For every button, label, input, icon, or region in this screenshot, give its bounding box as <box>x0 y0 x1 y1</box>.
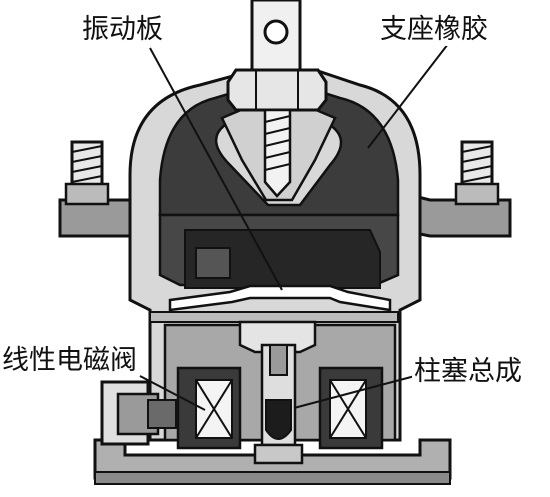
leader-lines <box>139 43 449 411</box>
mounting-bracket <box>250 0 302 80</box>
leader-plunger-assembly <box>293 371 431 409</box>
vibration-plate <box>149 284 399 323</box>
right-solenoid-coil <box>318 366 384 450</box>
label-mount-rubber: 支座橡胶 <box>378 14 490 46</box>
plunger-assembly <box>253 343 304 465</box>
leader-mount-rubber <box>367 43 449 149</box>
left-stud-bolt <box>64 140 110 206</box>
label-vibration-plate: 振动板 <box>80 14 165 46</box>
label-plunger-assembly: 柱塞总成 <box>412 356 524 388</box>
upper-fluid-chamber <box>184 229 381 289</box>
label-linear-solenoid-valve: 线性电磁阀 <box>0 345 139 377</box>
electrical-connector <box>100 380 177 446</box>
leader-linear-solenoid-valve <box>139 375 206 411</box>
center-bolt <box>263 108 292 198</box>
left-solenoid-coil <box>176 366 242 450</box>
leader-vibration-plate <box>149 47 283 291</box>
hex-nut <box>226 68 328 112</box>
right-stud-bolt <box>454 140 500 206</box>
